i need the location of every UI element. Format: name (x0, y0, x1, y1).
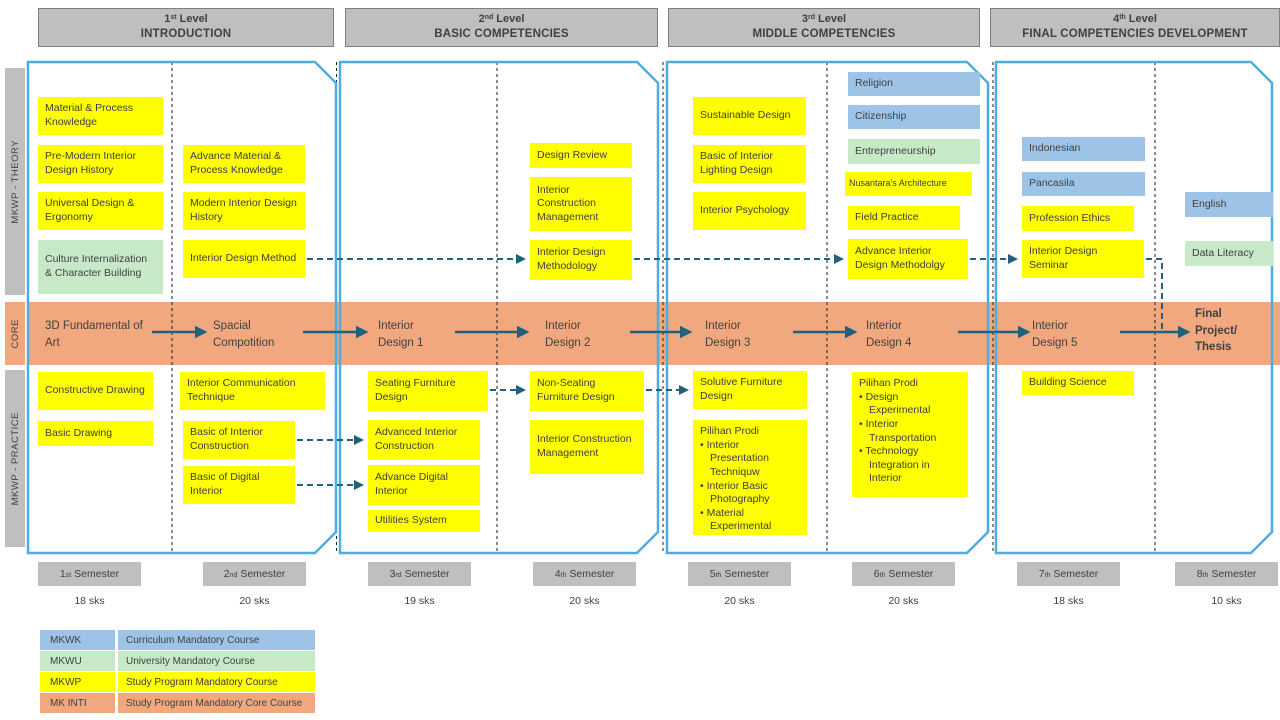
course-pilihan-prodi-sem5: Pilihan Prodi Interior Presentation Tech… (693, 420, 807, 535)
track-label-core: CORE (5, 302, 25, 365)
pilihan-prodi-option: Technology Integration in Interior (859, 445, 961, 486)
course-material-process-knowledge: Material & Process Knowledge (38, 97, 163, 135)
course-advance-digital-interior: Advance Digital Interior (368, 465, 480, 505)
legend-row-mkwu: MKWU University Mandatory Course (40, 651, 315, 671)
course-pilihan-prodi-sem6: Pilihan Prodi Design Experimental Interi… (852, 372, 968, 497)
course-interior-design-seminar: Interior Design Seminar (1022, 240, 1144, 278)
level-3-name: MIDDLE COMPETENCIES (752, 28, 896, 41)
core-interior-design-3: Interior Design 3 (705, 320, 751, 349)
course-constructive-drawing: Constructive Drawing (38, 372, 153, 410)
course-advance-material-process: Advance Material & Process Knowledge (183, 145, 305, 183)
semester-2-sks: 20 sks (239, 595, 270, 607)
course-basic-interior-construction: Basic of Interior Construction (183, 421, 295, 459)
course-interior-construction-management-theory: Interior Construction Management (530, 177, 632, 231)
legend-row-mkwk: MKWK Curriculum Mandatory Course (40, 630, 315, 650)
pilihan-prodi-title: Pilihan Prodi (859, 377, 918, 389)
legend-code: MKWP (40, 672, 115, 692)
course-interior-construction-management-practice: Interior Construction Management (530, 420, 644, 474)
course-interior-design-method: Interior Design Method (183, 240, 305, 278)
pilihan-prodi-option: Material Experimental (700, 507, 800, 534)
course-interior-psychology: Interior Psychology (693, 192, 806, 230)
level-1-name: INTRODUCTION (140, 28, 232, 41)
course-solutive-furniture-design: Solutive Furniture Design (693, 371, 807, 409)
course-entrepreneurship: Entrepreneurship (848, 139, 980, 164)
core-interior-design-2: Interior Design 2 (545, 320, 591, 349)
semester-8-sks: 10 sks (1211, 595, 1242, 607)
course-basic-digital-interior: Basic of Digital Interior (183, 466, 295, 504)
core-interior-design-5: Interior Design 5 (1032, 320, 1078, 349)
legend-code: MKWK (40, 630, 115, 650)
course-pancasila: Pancasila (1022, 172, 1145, 196)
pilihan-prodi-option: Interior Presentation Techniquw (700, 439, 800, 480)
pilihan-prodi-title: Pilihan Prodi (700, 425, 759, 437)
course-citizenship: Citizenship (848, 105, 980, 129)
pilihan-prodi-option: Interior Basic Photography (700, 480, 800, 507)
pilihan-prodi-option: Interior Transportation (859, 418, 961, 445)
legend-desc: University Mandatory Course (118, 651, 315, 671)
course-profession-ethics: Profession Ethics (1022, 206, 1134, 231)
legend-desc: Study Program Mandatory Core Course (118, 693, 315, 713)
track-label-theory: MKWP - THEORY (5, 68, 25, 295)
course-design-review: Design Review (530, 143, 632, 168)
course-advanced-interior-construction: Advanced Interior Construction (368, 420, 480, 460)
course-sustainable-design: Sustainable Design (693, 97, 806, 135)
core-final-project-thesis: Final Project/ Thesis (1195, 308, 1238, 354)
course-culture-internalization: Culture Internalization & Character Buil… (38, 240, 163, 294)
core-spacial-compotition: Spacial Compotition (213, 320, 275, 349)
course-utilities-system: Utilities System (368, 510, 480, 532)
core-interior-design-4: Interior Design 4 (866, 320, 912, 349)
course-advance-interior-design-methodolgy: Advance Interior Design Methodolgy (848, 239, 968, 279)
course-data-literacy: Data Literacy (1185, 241, 1273, 266)
semester-1-sks: 18 sks (74, 595, 105, 607)
course-modern-interior-design-history: Modern Interior Design History (183, 192, 305, 230)
semester-4-sks: 20 sks (569, 595, 600, 607)
semester-3-sks: 19 sks (404, 595, 435, 607)
course-interior-communication-technique: Interior Communication Technique (180, 372, 325, 410)
legend-code: MK INTI (40, 693, 115, 713)
legend-desc: Curriculum Mandatory Course (118, 630, 315, 650)
course-basic-interior-lighting-design: Basic of Interior Lighting Design (693, 145, 806, 183)
level-4-name: FINAL COMPETENCIES DEVELOPMENT (1022, 28, 1248, 41)
level-2-name: BASIC COMPETENCIES (434, 28, 569, 41)
semester-6-sks: 20 sks (888, 595, 919, 607)
course-english: English (1185, 192, 1273, 217)
course-interior-design-methodology: Interior Design Methodology (530, 240, 632, 280)
track-label-practice: MKWP - PRACTICE (5, 370, 25, 547)
course-indonesian: Indonesian (1022, 137, 1145, 161)
pilihan-prodi-option: Design Experimental (859, 391, 961, 418)
course-seating-furniture-design: Seating Furniture Design (368, 371, 488, 411)
semester-7-sks: 18 sks (1053, 595, 1084, 607)
course-building-science: Building Science (1022, 371, 1134, 395)
course-non-seating-furniture-design: Non-Seating Furniture Design (530, 371, 644, 411)
legend-row-mkwp: MKWP Study Program Mandatory Course (40, 672, 315, 692)
legend-row-mk-inti: MK INTI Study Program Mandatory Core Cou… (40, 693, 315, 713)
course-nusantaras-architecture: Nusantara's Architecture (845, 172, 972, 196)
course-universal-design-ergonomy: Universal Design & Ergonomy (38, 192, 163, 230)
course-premodern-interior-design-history: Pre-Modern Interior Design History (38, 145, 163, 183)
core-interior-design-1: Interior Design 1 (378, 320, 424, 349)
legend-code: MKWU (40, 651, 115, 671)
course-religion: Religion (848, 72, 980, 96)
course-basic-drawing: Basic Drawing (38, 421, 153, 446)
course-field-practice: Field Practice (848, 206, 960, 230)
core-3d-fundamental-of-art: 3D Fundamental of Art (45, 320, 143, 349)
legend-desc: Study Program Mandatory Course (118, 672, 315, 692)
semester-5-sks: 20 sks (724, 595, 755, 607)
